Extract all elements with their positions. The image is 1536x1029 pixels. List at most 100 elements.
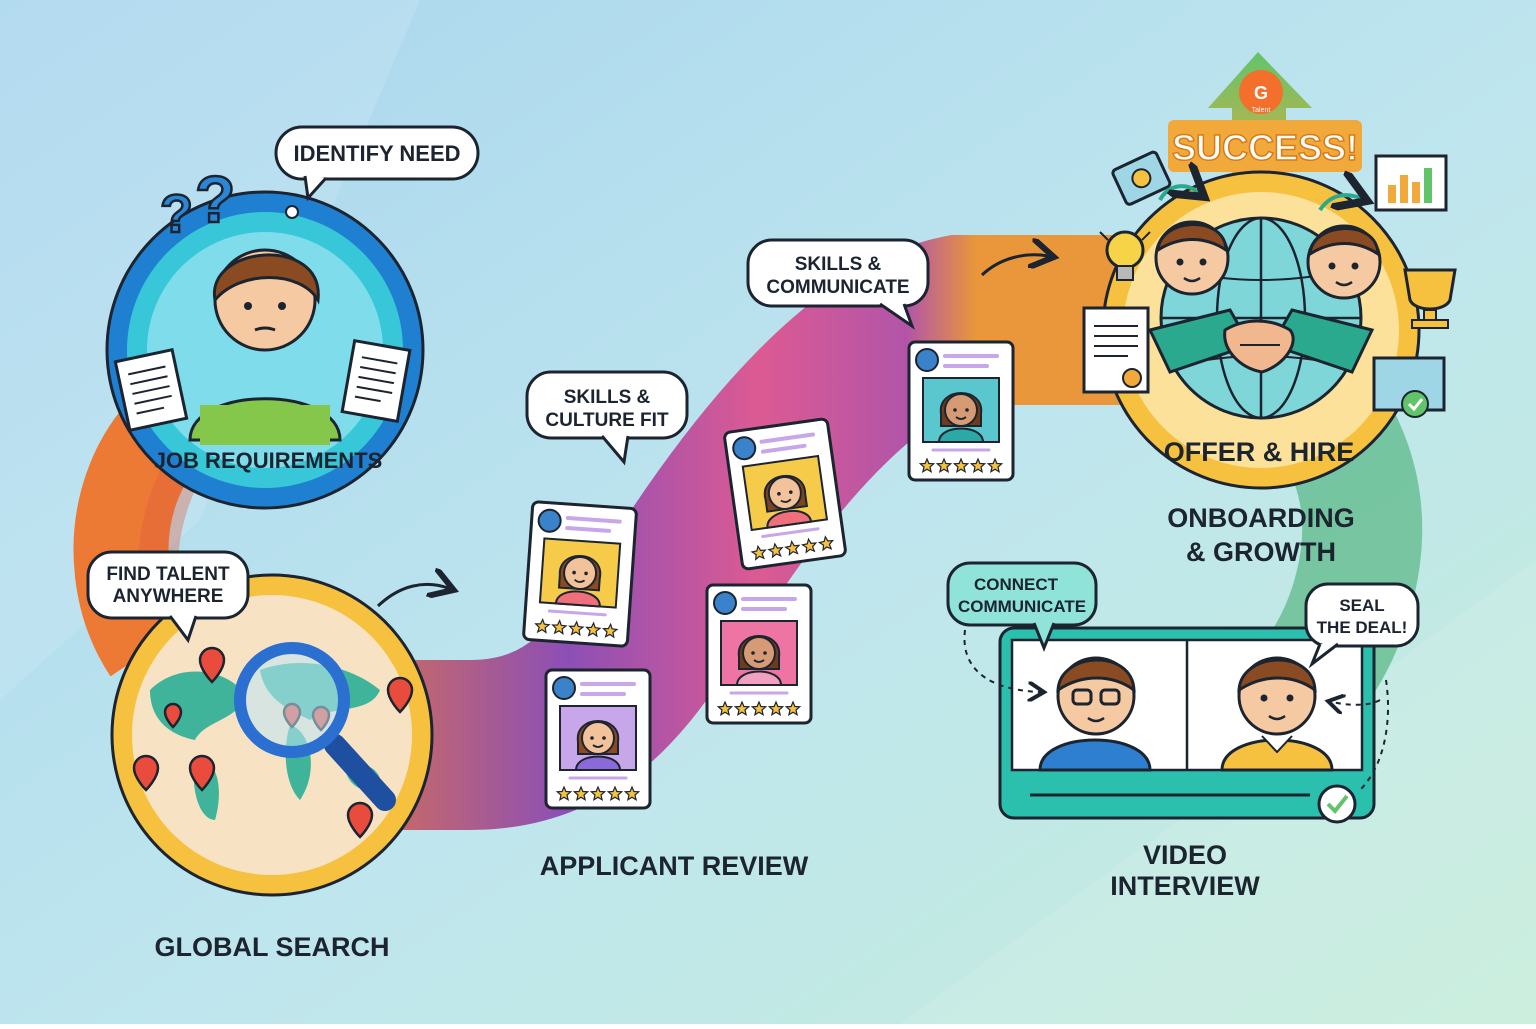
bar-chart-icon	[1374, 154, 1448, 212]
seal-deal-bubble: SEAL THE DEAL!	[1304, 582, 1420, 669]
star-icon	[784, 540, 801, 557]
arrow-icon	[980, 255, 1048, 277]
star-icon	[716, 700, 734, 716]
person-icon	[1269, 224, 1382, 374]
trophy-icon	[1403, 268, 1457, 329]
star-icon	[602, 622, 619, 639]
star-icon	[986, 457, 1004, 473]
logo-mark: G	[1254, 83, 1268, 103]
skills-communicate-text-2: COMMUNICATE	[766, 277, 909, 298]
onboarding-label-1: ONBOARDING	[1167, 503, 1355, 533]
magnifier-icon	[234, 642, 396, 811]
person-icon	[1147, 220, 1253, 374]
question-mark-icon: ? ?	[159, 161, 237, 246]
star-icon	[784, 700, 802, 716]
applicant-review-label: APPLICANT REVIEW	[540, 851, 809, 881]
star-icon	[585, 621, 602, 638]
applicant-card	[522, 500, 638, 648]
arrow-icon	[1332, 700, 1381, 705]
skills-culture-text-1: SKILLS &	[564, 387, 651, 408]
lightbulb-icon	[1099, 230, 1151, 281]
applicant-card	[907, 340, 1015, 482]
star-icon	[568, 620, 585, 637]
global-search-stage	[110, 573, 434, 897]
job-requirements-stage: JOB REQUIREMENTS	[105, 190, 425, 510]
skills-culture-bubble: SKILLS & CULTURE FIT	[525, 370, 689, 466]
star-icon	[767, 542, 784, 559]
find-talent-text-1: FIND TALENT	[106, 564, 230, 585]
video-interview-label-1: VIDEO	[1143, 840, 1227, 870]
person-icon	[574, 720, 622, 771]
star-icon	[817, 535, 835, 552]
connect-text-2: COMMUNICATE	[958, 597, 1086, 616]
person-icon	[1220, 656, 1334, 772]
success-text: SUCCESS!	[1172, 127, 1358, 168]
star-icon	[750, 544, 767, 561]
applicant-cards	[522, 340, 1015, 810]
arrow-icon	[963, 629, 1040, 692]
video-interview-label-2: INTERVIEW	[1110, 871, 1260, 901]
avatar	[552, 676, 576, 700]
seal-text-2: THE DEAL!	[1317, 618, 1408, 637]
person-icon	[1038, 656, 1152, 772]
avatar	[537, 508, 562, 533]
star-icon	[589, 785, 607, 801]
person-icon	[554, 555, 602, 608]
arrow-icon	[1318, 195, 1360, 210]
success-banner	[1168, 120, 1362, 172]
star-icon	[551, 619, 568, 635]
applicant-card	[723, 417, 847, 571]
person-icon	[763, 474, 813, 529]
monitor-icon	[1372, 356, 1446, 418]
offer-hire-label: OFFER & HIRE	[1164, 437, 1355, 467]
star-icon	[572, 785, 590, 801]
seal-text-1: SEAL	[1339, 596, 1384, 615]
job-requirements-label: JOB REQUIREMENTS	[154, 448, 383, 473]
certificate-icon	[1082, 306, 1150, 394]
talent-logo	[1239, 70, 1283, 114]
star-icon	[767, 700, 785, 716]
skills-culture-text-2: CULTURE FIT	[545, 410, 669, 431]
applicant-card	[705, 583, 813, 725]
star-icon	[733, 700, 751, 716]
star-icon	[800, 537, 818, 554]
offer-hire-stage: G Talent SUCCESS!	[1101, 52, 1421, 490]
onboarding-label-2: & GROWTH	[1186, 537, 1336, 567]
star-icon	[969, 457, 987, 473]
star-icon	[623, 785, 641, 801]
star-icon	[918, 457, 936, 473]
identify-need-text: IDENTIFY NEED	[293, 141, 460, 166]
star-icon	[534, 617, 551, 634]
connect-text-1: CONNECT	[974, 575, 1059, 594]
logo-text: Talent	[1252, 107, 1271, 114]
person-icon	[735, 635, 783, 686]
avatar	[732, 436, 757, 461]
arrow-icon	[1158, 186, 1198, 200]
svg-text:?: ?	[160, 184, 193, 244]
star-icon	[606, 785, 624, 801]
checkmark-icon	[1317, 784, 1357, 824]
person-icon	[937, 392, 985, 443]
connect-bubble: CONNECT COMMUNICATE	[946, 561, 1098, 653]
person-icon	[188, 248, 342, 445]
avatar	[915, 348, 939, 372]
document-icon	[340, 338, 412, 424]
applicant-card	[544, 668, 652, 810]
find-talent-bubble: FIND TALENT ANYWHERE	[86, 550, 250, 644]
document-icon	[113, 347, 189, 433]
skills-communicate-bubble: SKILLS & COMMUNICATE	[746, 238, 930, 330]
star-icon	[750, 700, 768, 716]
avatar	[713, 591, 737, 615]
video-interview-stage	[963, 626, 1389, 824]
handshake-icon	[1223, 319, 1295, 374]
checkmark-icon	[1401, 390, 1429, 418]
global-search-label: GLOBAL SEARCH	[154, 932, 389, 962]
find-talent-text-2: ANYWHERE	[113, 586, 224, 607]
arrow-icon	[376, 584, 448, 608]
star-icon	[952, 457, 970, 473]
arrow-icon	[1359, 679, 1389, 791]
skills-communicate-text-1: SKILLS &	[795, 254, 882, 275]
star-icon	[555, 785, 573, 801]
svg-text:?: ?	[195, 162, 235, 236]
